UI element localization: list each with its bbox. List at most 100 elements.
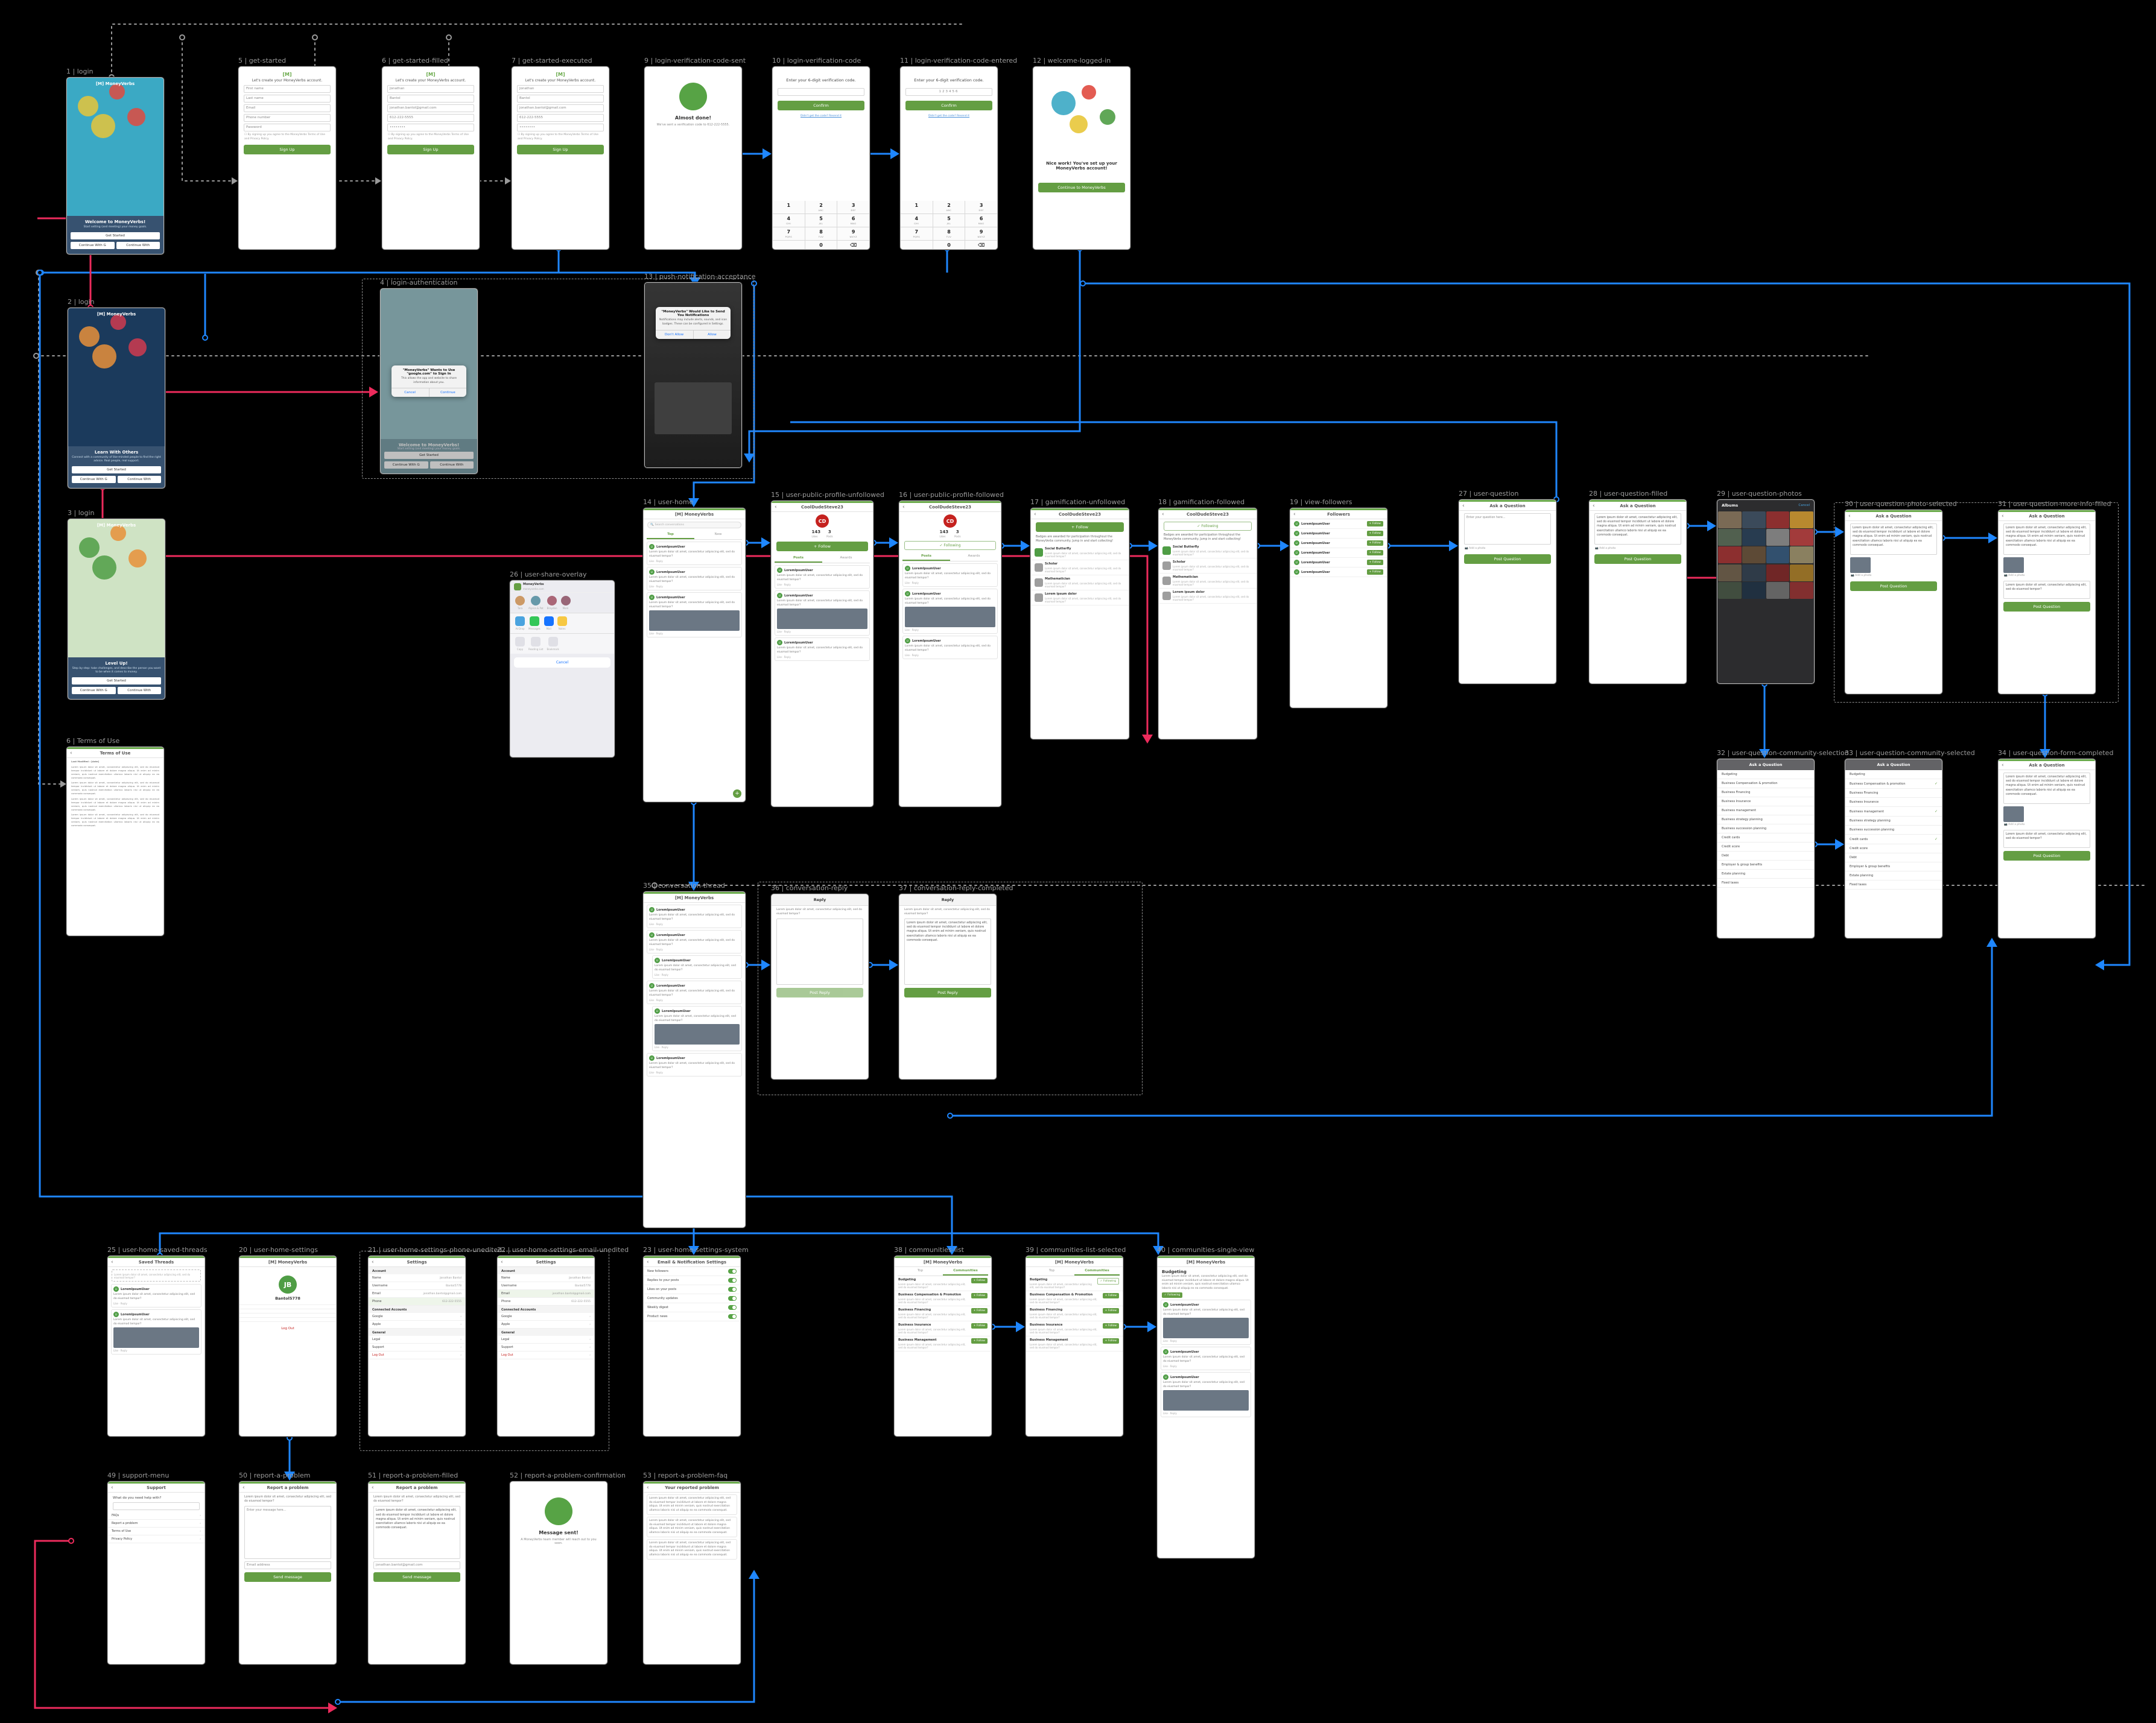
input-field[interactable]: jonathan.bantol@gmail.com	[517, 104, 604, 112]
photo-tile[interactable]	[1766, 564, 1790, 581]
post-actions[interactable]: Like · Reply	[649, 1071, 663, 1075]
tab-top[interactable]: Top	[1048, 1269, 1055, 1272]
tab-top[interactable]: Top	[917, 1269, 924, 1272]
cancel-link[interactable]: Cancel	[1798, 504, 1810, 507]
share-action[interactable]: Bookmark	[547, 637, 559, 651]
follow-button[interactable]: + Follow	[1366, 531, 1383, 536]
search-input[interactable]: 🔍Search conversations	[647, 522, 741, 528]
reply-input[interactable]: Lorem ipsum dolor sit amet, consectetur …	[904, 918, 991, 985]
input-field[interactable]: Bantol	[387, 95, 474, 103]
get-started-button[interactable]: Get Started	[72, 677, 161, 684]
report-email-input[interactable]: Email address	[244, 1561, 331, 1570]
add-photo-link[interactable]: 📷 Add a photo	[2004, 574, 2025, 577]
report-message-input[interactable]: Lorem ipsum dolor sit amet, consectetur …	[373, 1506, 460, 1560]
topic-row[interactable]: Credit score	[1845, 844, 1942, 853]
topic-row[interactable]: Credit cards✓	[1845, 835, 1942, 844]
topic-row[interactable]: Business Financing	[1717, 788, 1814, 797]
share-app[interactable]: Messages	[528, 616, 541, 630]
toggle-switch[interactable]	[728, 1296, 737, 1301]
input-field[interactable]: 612-222-5555	[517, 114, 604, 122]
post-reply-button[interactable]: Post Reply	[904, 988, 991, 998]
photo-tile[interactable]	[1742, 564, 1766, 581]
post-question-button[interactable]: Post Question	[1850, 581, 1937, 591]
send-message-button[interactable]: Send message	[244, 1572, 331, 1582]
post-actions[interactable]: Like · Reply	[777, 630, 791, 634]
connected-row[interactable]: Apple›	[498, 1321, 594, 1329]
back-chevron-icon[interactable]: ‹	[501, 1259, 503, 1265]
key-0[interactable]: 0	[805, 241, 837, 249]
back-chevron-icon[interactable]: ‹	[902, 504, 905, 510]
input-field[interactable]: Last name	[244, 95, 331, 103]
confirm-button[interactable]: Confirm	[778, 101, 864, 110]
post-actions[interactable]: Like · Reply	[649, 560, 663, 563]
question-input[interactable]: Enter your question here...	[1464, 513, 1551, 545]
share-contact[interactable]: Alyssa & Pat	[528, 596, 544, 610]
toggle-switch[interactable]	[728, 1287, 737, 1292]
cancel-sheet-button[interactable]: Cancel	[514, 657, 610, 668]
settings-row[interactable]	[239, 1305, 336, 1309]
topic-row[interactable]: Business management✓	[1845, 807, 1942, 817]
topic-row[interactable]: Credit cards	[1717, 833, 1814, 843]
post-actions[interactable]: Like · Reply	[1163, 1412, 1177, 1415]
post-actions[interactable]: Like · Reply	[905, 654, 919, 657]
general-row[interactable]: Support›	[369, 1344, 465, 1352]
reported-problem-item[interactable]: Lorem ipsum dolor sit amet, consectetur …	[647, 1539, 737, 1560]
post-reply-button[interactable]: Post Reply	[776, 988, 863, 998]
back-chevron-icon[interactable]: ‹	[1162, 511, 1164, 517]
photo-tile[interactable]	[1742, 546, 1766, 563]
input-field[interactable]: jonathan.bantol@gmail.com	[387, 104, 474, 112]
terms-checkbox-row[interactable]: ☐ By signing up you agree to the MoneyVe…	[388, 133, 469, 141]
toggle-switch[interactable]	[728, 1269, 737, 1274]
back-chevron-icon[interactable]: ‹	[1593, 503, 1595, 509]
topic-row[interactable]: Debt	[1717, 852, 1814, 861]
post-actions[interactable]: Like · Reply	[649, 999, 663, 1002]
back-chevron-icon[interactable]: ‹	[111, 1259, 113, 1265]
back-chevron-icon[interactable]: ‹	[647, 1485, 649, 1491]
post-actions[interactable]: Like · Reply	[905, 581, 919, 585]
topic-row[interactable]: Business Insurance	[1845, 798, 1942, 807]
photo-tile[interactable]	[1742, 582, 1766, 599]
post-actions[interactable]: Like · Reply	[905, 628, 919, 632]
photo-tile[interactable]	[1790, 582, 1813, 599]
photo-tile[interactable]	[1766, 582, 1790, 599]
topic-row[interactable]: Business Financing	[1845, 789, 1942, 798]
back-chevron-icon[interactable]: ‹	[1293, 511, 1296, 517]
topic-row[interactable]: Business strategy planning	[1717, 815, 1814, 824]
share-app[interactable]: Notes	[557, 616, 567, 630]
photo-tile[interactable]	[1766, 511, 1790, 528]
post-question-button[interactable]: Post Question	[2003, 601, 2090, 612]
back-chevron-icon[interactable]: ‹	[2002, 762, 2004, 768]
support-topic-select[interactable]	[113, 1502, 200, 1511]
get-started-button[interactable]: Get Started	[384, 452, 474, 459]
photo-tile[interactable]	[1790, 546, 1813, 563]
post-question-button[interactable]: Post Question	[1594, 554, 1681, 564]
community-follow-button[interactable]: + Follow	[971, 1308, 988, 1314]
photo-tile[interactable]	[1718, 529, 1742, 546]
logout-link[interactable]: Log Out	[281, 1327, 294, 1330]
tab-top[interactable]: Top	[647, 531, 694, 539]
tab-awards[interactable]: Awards	[840, 556, 852, 560]
post-actions[interactable]: Like · Reply	[1163, 1365, 1177, 1368]
photo-tile[interactable]	[1742, 511, 1766, 528]
post-actions[interactable]: Like · Reply	[649, 585, 663, 589]
community-follow-button[interactable]: + Follow	[1102, 1323, 1119, 1329]
back-chevron-icon[interactable]: ‹	[372, 1485, 374, 1491]
add-photo-link[interactable]: 📷 Add a photo	[1851, 574, 1872, 577]
